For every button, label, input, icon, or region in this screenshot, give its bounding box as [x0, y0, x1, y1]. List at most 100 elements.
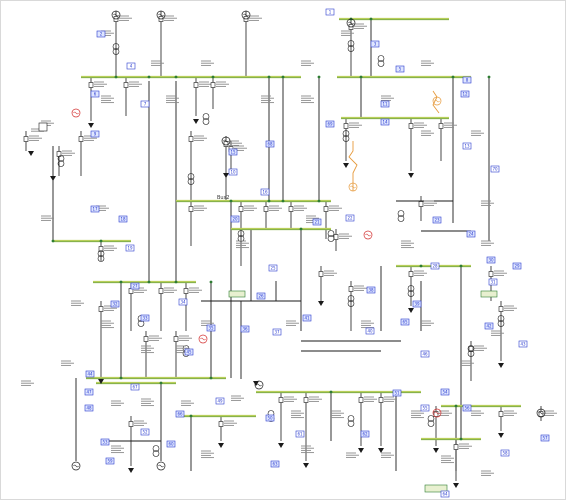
marker-number: 52	[142, 430, 148, 435]
source-wave	[434, 99, 440, 103]
marker-number: 9	[94, 132, 97, 137]
marker-box	[365, 327, 375, 335]
numbered-marker: 11	[380, 100, 390, 108]
source-wave	[200, 337, 206, 341]
marker-box	[230, 215, 240, 223]
numbered-marker: 53	[100, 438, 110, 446]
numbered-marker: 68	[265, 140, 275, 148]
load-arrow	[433, 448, 439, 453]
load-arrow	[408, 173, 414, 178]
breaker-symbol	[128, 421, 134, 427]
transformer-winding	[347, 295, 355, 302]
marker-number: 23	[434, 218, 440, 223]
marker-number: 26	[258, 294, 264, 299]
marker-number: 37	[274, 330, 280, 335]
marker-box	[432, 216, 442, 224]
bus-node	[174, 75, 178, 79]
marker-number: 65	[402, 320, 408, 325]
numbered-marker: 30	[486, 256, 496, 264]
marker-box	[366, 286, 376, 294]
marker-number: 58	[502, 451, 508, 456]
breaker-symbol	[210, 82, 216, 88]
load-arrow	[343, 163, 349, 168]
transformer-winding	[112, 43, 120, 50]
marker-number: 62	[362, 432, 368, 437]
numbered-marker: 64	[440, 490, 450, 498]
marker-box	[125, 244, 135, 252]
bus-node	[51, 239, 55, 243]
marker-box	[380, 118, 390, 126]
numbered-marker: 61	[295, 430, 305, 438]
transformer-winding	[407, 285, 415, 292]
marker-number: 43	[520, 342, 526, 347]
source-symbol	[198, 334, 208, 344]
transformer-winding	[237, 235, 245, 242]
marker-number: 48	[86, 406, 92, 411]
marker-box	[500, 449, 510, 457]
marker-box	[512, 262, 522, 270]
transformer-winding	[377, 60, 385, 67]
highlighted-branch	[348, 141, 358, 191]
numbered-marker: 20	[230, 215, 240, 223]
numbered-marker: 49	[215, 397, 225, 405]
bus-node	[281, 75, 285, 79]
transformer-winding	[187, 173, 195, 180]
marker-box	[420, 404, 430, 412]
numbered-marker: 26	[256, 292, 266, 300]
marker-number: 57	[542, 436, 548, 441]
marker-number: 41	[304, 316, 310, 321]
source-wave	[434, 411, 440, 415]
breaker-symbol	[408, 123, 414, 129]
numbered-marker: 69	[325, 120, 335, 128]
numbered-marker: 63	[270, 460, 280, 468]
marker-box	[430, 262, 440, 270]
numbered-marker: 12	[460, 90, 470, 98]
marker-box	[140, 428, 150, 436]
marker-number: 10	[230, 170, 236, 175]
marker-box	[380, 100, 390, 108]
breaker-symbol	[288, 206, 294, 212]
load-arrow	[218, 443, 224, 448]
transformer-winding	[57, 160, 65, 167]
bus-node	[329, 390, 333, 394]
numbered-marker: 34	[178, 298, 188, 306]
marker-box	[215, 397, 225, 405]
breaker-symbol	[408, 271, 414, 277]
breaker-symbol	[278, 397, 284, 403]
marker-box	[486, 256, 496, 264]
bus-node	[451, 75, 455, 79]
marker-box	[302, 314, 312, 322]
bus-node	[419, 264, 423, 268]
marker-box	[490, 165, 500, 173]
marker-number: 46	[422, 352, 428, 357]
source-wave	[348, 21, 354, 25]
numbered-marker: 40	[365, 327, 375, 335]
source-symbol	[536, 408, 546, 418]
marker-number: 20	[232, 217, 238, 222]
numbered-marker: 24	[466, 230, 476, 238]
marker-number: 70	[492, 167, 498, 172]
source-symbol	[348, 182, 358, 192]
bus-node	[281, 199, 285, 203]
breaker-symbol	[498, 306, 504, 312]
marker-box	[325, 8, 335, 16]
marker-number: 22	[347, 216, 353, 221]
transformer-winding	[327, 235, 335, 242]
marker-number: 25	[270, 266, 276, 271]
numbered-marker: 17	[90, 205, 100, 213]
numbered-marker: 13	[462, 142, 472, 150]
marker-number: 16	[262, 190, 268, 195]
breaker-symbol	[188, 206, 194, 212]
marker-number: 2	[100, 32, 103, 37]
marker-number: 51	[394, 391, 400, 396]
marker-box	[312, 218, 322, 226]
breaker-symbol	[183, 288, 189, 294]
marker-number: 8	[466, 78, 469, 83]
numbered-marker: 54	[440, 388, 450, 396]
numbered-marker: 58	[500, 449, 510, 457]
breaker-symbol	[173, 336, 179, 342]
marker-box	[130, 282, 140, 290]
source-symbol	[432, 96, 442, 106]
numbered-marker: 45	[184, 348, 194, 356]
breaker-symbol	[333, 234, 339, 240]
